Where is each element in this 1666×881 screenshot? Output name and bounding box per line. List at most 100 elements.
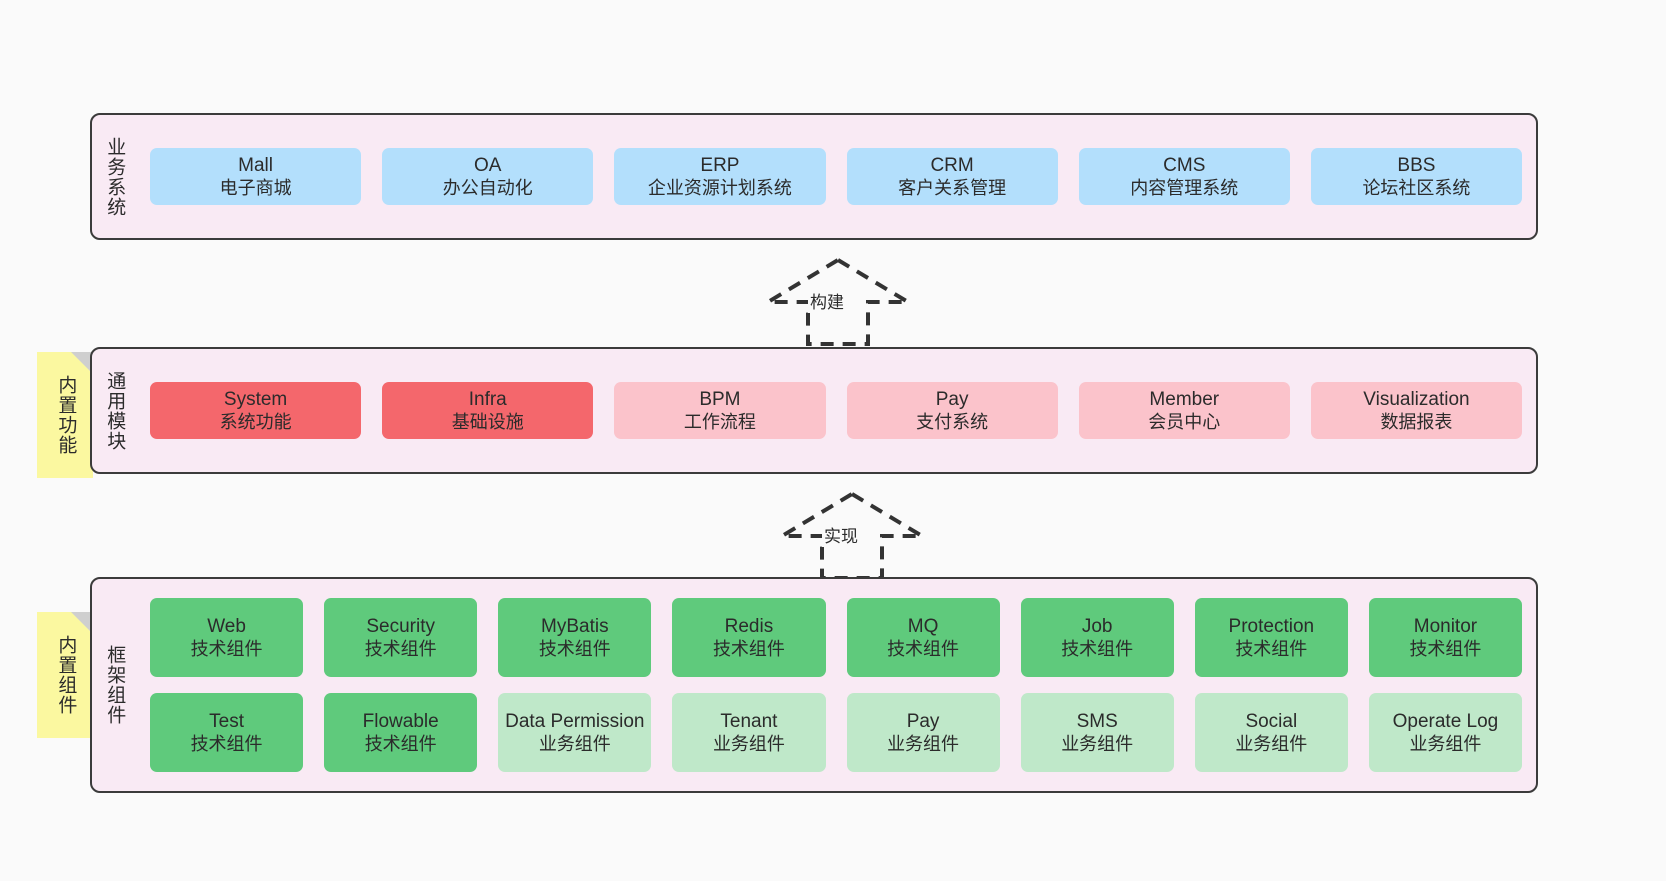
- node-title-cn: 论坛社区系统: [1362, 178, 1471, 199]
- node-title-en: OA: [474, 154, 502, 176]
- connector-label-implement: 实现: [822, 522, 860, 547]
- node-system[interactable]: System 系统功能: [150, 381, 362, 440]
- node-infra[interactable]: Infra 基础设施: [382, 381, 594, 440]
- node-title-en: MyBatis: [541, 615, 609, 637]
- node-redis[interactable]: Redis 技术组件: [672, 598, 826, 677]
- node-title-cn: 内容管理系统: [1130, 178, 1239, 199]
- node-title-en: Tenant: [720, 710, 778, 732]
- layer-framework-component: 框架组件 Web 技术组件 Security 技术组件 MyBatis 技术组件…: [90, 577, 1538, 793]
- node-row: Test 技术组件 Flowable 技术组件 Data Permission …: [150, 693, 1522, 772]
- node-protection[interactable]: Protection 技术组件: [1194, 598, 1348, 677]
- layer-common-module: 通用模块 System 系统功能 Infra 基础设施 BPM 工作流程 Pay…: [90, 347, 1538, 474]
- node-title-cn: 系统功能: [219, 412, 292, 433]
- node-title-en: Job: [1081, 615, 1113, 637]
- node-title-en: Social: [1245, 710, 1298, 732]
- node-title-en: SMS: [1076, 710, 1118, 732]
- layer-title-common: 通用模块: [104, 370, 126, 451]
- node-data-permission[interactable]: Data Permission 业务组件: [498, 693, 652, 772]
- node-title-cn: 工作流程: [683, 412, 756, 433]
- node-job[interactable]: Job 技术组件: [1020, 598, 1174, 677]
- node-title-cn: 技术组件: [1061, 639, 1134, 660]
- node-social[interactable]: Social 业务组件: [1194, 693, 1348, 772]
- node-title-en: Data Permission: [505, 710, 645, 732]
- node-title-en: Mall: [238, 154, 273, 176]
- connector-label-build: 构建: [808, 288, 846, 313]
- node-flowable[interactable]: Flowable 技术组件: [324, 693, 478, 772]
- node-test[interactable]: Test 技术组件: [150, 693, 304, 772]
- node-erp[interactable]: ERP 企业资源计划系统: [614, 147, 826, 206]
- node-title-en: Security: [366, 615, 435, 637]
- dashed-hollow-arrow-up-icon: [774, 491, 930, 580]
- node-title-cn: 技术组件: [538, 639, 611, 660]
- layer-title-business: 业务系统: [104, 136, 126, 217]
- node-monitor[interactable]: Monitor 技术组件: [1368, 598, 1522, 677]
- note-label: 内置组件: [55, 635, 77, 715]
- node-title-en: Web: [207, 615, 246, 637]
- node-title-en: MQ: [907, 615, 939, 637]
- node-bbs[interactable]: BBS 论坛社区系统: [1310, 147, 1523, 206]
- node-title-cn: 业务组件: [538, 734, 611, 755]
- node-visualization[interactable]: Visualization 数据报表: [1310, 381, 1523, 440]
- node-title-en: CRM: [930, 154, 974, 176]
- node-pay-component[interactable]: Pay 业务组件: [846, 693, 1000, 772]
- node-title-cn: 业务组件: [1235, 734, 1308, 755]
- node-title-cn: 技术组件: [887, 639, 960, 660]
- node-title-en: Pay: [906, 710, 940, 732]
- node-member[interactable]: Member 会员中心: [1078, 381, 1290, 440]
- node-mq[interactable]: MQ 技术组件: [846, 598, 1000, 677]
- layer-body-framework: Web 技术组件 Security 技术组件 MyBatis 技术组件 Redi…: [136, 579, 1536, 791]
- node-web[interactable]: Web 技术组件: [150, 598, 304, 677]
- node-tenant[interactable]: Tenant 业务组件: [672, 693, 826, 772]
- node-title-en: BBS: [1397, 154, 1436, 176]
- node-cms[interactable]: CMS 内容管理系统: [1078, 147, 1290, 206]
- node-title-en: Monitor: [1413, 615, 1478, 637]
- node-oa[interactable]: OA 办公自动化: [382, 147, 594, 206]
- note-builtin-function: 内置功能: [37, 352, 93, 478]
- node-title-cn: 技术组件: [190, 734, 263, 755]
- node-title-cn: 技术组件: [1235, 639, 1308, 660]
- node-title-en: Infra: [468, 388, 507, 410]
- layer-business-system: 业务系统 Mall 电子商城 OA 办公自动化 ERP 企业资源计划系统 CRM…: [90, 113, 1538, 240]
- node-title-cn: 技术组件: [364, 734, 437, 755]
- node-row: System 系统功能 Infra 基础设施 BPM 工作流程 Pay 支付系统…: [150, 381, 1523, 440]
- connector-build: 构建: [760, 257, 916, 346]
- node-sms[interactable]: SMS 业务组件: [1020, 693, 1174, 772]
- node-title-cn: 支付系统: [916, 412, 989, 433]
- node-title-cn: 技术组件: [364, 639, 437, 660]
- node-title-en: Flowable: [362, 710, 439, 732]
- node-crm[interactable]: CRM 客户关系管理: [846, 147, 1058, 206]
- node-title-cn: 基础设施: [451, 412, 524, 433]
- node-title-en: System: [223, 388, 288, 410]
- node-title-en: Member: [1149, 388, 1220, 410]
- node-title-cn: 业务组件: [1409, 734, 1482, 755]
- layer-body-business: Mall 电子商城 OA 办公自动化 ERP 企业资源计划系统 CRM 客户关系…: [136, 115, 1536, 238]
- node-title-en: Operate Log: [1392, 710, 1499, 732]
- node-bpm[interactable]: BPM 工作流程: [614, 381, 826, 440]
- node-title-cn: 业务组件: [712, 734, 785, 755]
- note-label: 内置功能: [55, 375, 77, 455]
- layer-body-common: System 系统功能 Infra 基础设施 BPM 工作流程 Pay 支付系统…: [136, 349, 1536, 472]
- note-builtin-component: 内置组件: [37, 612, 93, 738]
- node-title-cn: 会员中心: [1148, 412, 1221, 433]
- node-title-cn: 技术组件: [712, 639, 785, 660]
- node-operate-log[interactable]: Operate Log 业务组件: [1368, 693, 1522, 772]
- dashed-hollow-arrow-up-icon: [760, 257, 916, 346]
- node-security[interactable]: Security 技术组件: [324, 598, 478, 677]
- node-mybatis[interactable]: MyBatis 技术组件: [498, 598, 652, 677]
- node-title-en: CMS: [1163, 154, 1206, 176]
- node-title-en: Protection: [1228, 615, 1315, 637]
- node-title-en: BPM: [699, 388, 741, 410]
- node-title-cn: 业务组件: [887, 734, 960, 755]
- node-title-en: Test: [209, 710, 244, 732]
- node-title-cn: 办公自动化: [442, 178, 533, 199]
- node-title-en: Pay: [935, 388, 969, 410]
- node-mall[interactable]: Mall 电子商城: [150, 147, 362, 206]
- node-title-cn: 技术组件: [190, 639, 263, 660]
- node-pay-module[interactable]: Pay 支付系统: [846, 381, 1058, 440]
- node-title-cn: 电子商城: [219, 178, 292, 199]
- node-title-cn: 企业资源计划系统: [647, 178, 792, 199]
- node-row: Web 技术组件 Security 技术组件 MyBatis 技术组件 Redi…: [150, 598, 1522, 677]
- node-title-en: Redis: [724, 615, 774, 637]
- connector-implement: 实现: [774, 491, 930, 580]
